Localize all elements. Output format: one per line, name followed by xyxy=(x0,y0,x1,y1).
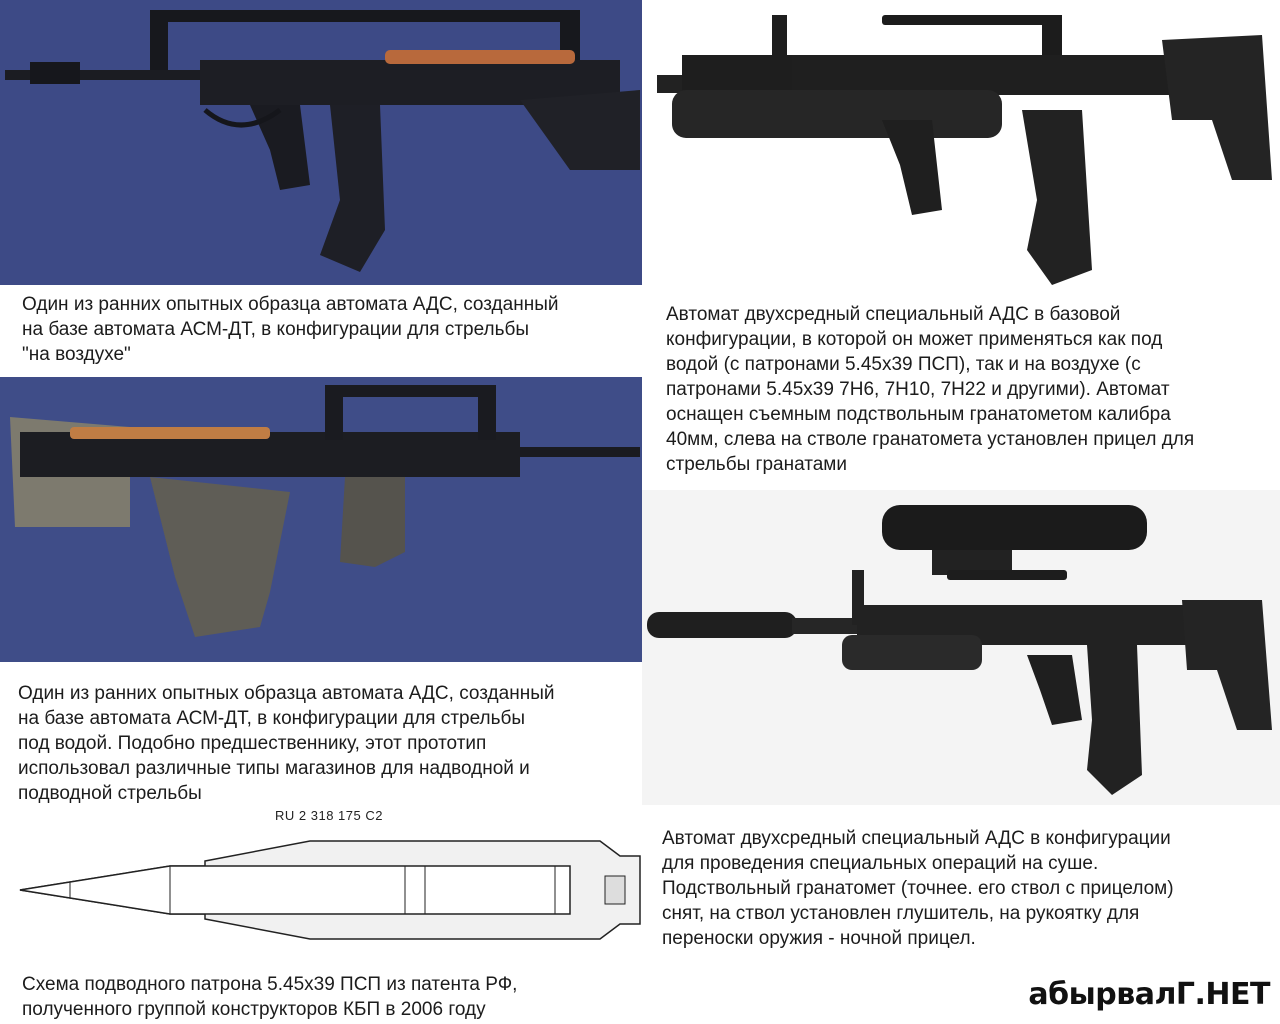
rifle-illustration xyxy=(642,0,1280,290)
caption-line: полученного группой конструкторов КБП в … xyxy=(22,999,486,1020)
caption-line: стрельбы гранатами xyxy=(666,454,847,475)
photo-prototype-air xyxy=(0,0,642,285)
caption-line: переноски оружия - ночной прицел. xyxy=(662,928,976,949)
rifle-illustration xyxy=(642,490,1280,805)
caption-line: снят, на ствол установлен глушитель, на … xyxy=(662,903,1140,924)
caption-line: для проведения специальных операций на с… xyxy=(662,853,1099,874)
diagram-cartridge xyxy=(10,826,650,956)
photo-special-ops xyxy=(642,490,1280,805)
caption-line: Автомат двухсредный специальный АДС в ко… xyxy=(662,828,1171,849)
caption-cartridge: Схема подводного патрона 5.45х39 ПСП из … xyxy=(22,972,517,1022)
caption-prototype-air: Один из ранних опытных образца автомата … xyxy=(22,292,558,367)
caption-line: Один из ранних опытных образца автомата … xyxy=(22,294,559,315)
caption-line: патронами 5.45х39 7Н6, 7Н10, 7Н22 и друг… xyxy=(666,379,1170,400)
caption-line: конфигурации, в которой он может применя… xyxy=(666,329,1163,350)
photo-prototype-underwater xyxy=(0,377,642,662)
caption-line: подводной стрельбы xyxy=(18,783,202,804)
caption-line: использовал различные типы магазинов для… xyxy=(18,758,530,779)
caption-line: Подствольный гранатомет (точнее. его ств… xyxy=(662,878,1174,899)
photo-base-config xyxy=(642,0,1280,290)
caption-line: Один из ранних опытных образца автомата … xyxy=(18,683,555,704)
caption-line: водой (с патронами 5.45х39 ПСП), так и н… xyxy=(666,354,1141,375)
rifle-illustration xyxy=(0,377,642,662)
rifle-illustration xyxy=(0,0,642,285)
caption-line: оснащен съемным подствольным гранатомето… xyxy=(666,404,1171,425)
site-watermark: абырвалГ.НЕТ xyxy=(1028,977,1270,1012)
patent-label: RU 2 318 175 C2 xyxy=(275,808,383,823)
caption-line: "на воздухе" xyxy=(22,344,131,365)
caption-line: на базе автомата АСМ-ДТ, в конфигурации … xyxy=(18,708,526,729)
caption-line: под водой. Подобно предшественнику, этот… xyxy=(18,733,487,754)
caption-line: на базе автомата АСМ-ДТ, в конфигурации … xyxy=(22,319,530,340)
caption-line: 40мм, слева на стволе гранатомета устано… xyxy=(666,429,1195,450)
caption-base-config: Автомат двухсредный специальный АДС в ба… xyxy=(666,302,1194,477)
caption-special-ops: Автомат двухсредный специальный АДС в ко… xyxy=(662,826,1174,951)
caption-line: Схема подводного патрона 5.45х39 ПСП из … xyxy=(22,974,518,995)
cartridge-drawing xyxy=(10,826,650,956)
caption-prototype-underwater: Один из ранних опытных образца автомата … xyxy=(18,681,554,806)
caption-line: Автомат двухсредный специальный АДС в ба… xyxy=(666,304,1121,325)
